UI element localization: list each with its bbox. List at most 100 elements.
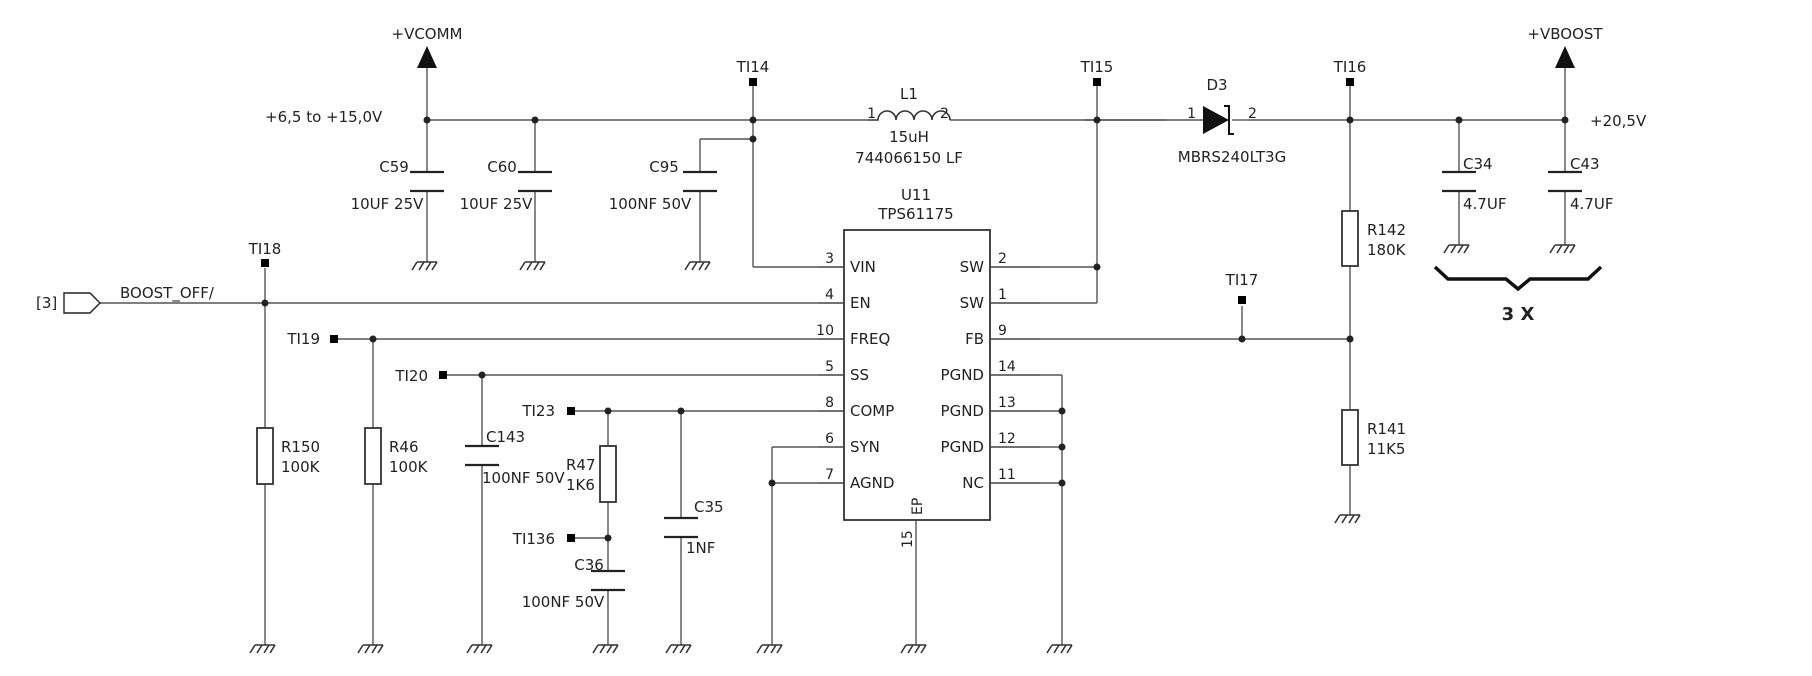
agnd-ground-icon [756,644,783,654]
vcomm-power-flag: +VCOMM [392,25,463,68]
ti15-label: TI15 [1080,58,1114,76]
r46-ref: R46 [389,438,419,456]
resistor-r150: R150 100K [256,427,321,485]
output-voltage-label: +20,5V [1590,112,1647,130]
u11-pin-pgnd14-num: 14 [998,359,1016,375]
u11-pin-sw1-num: 1 [998,287,1007,303]
r142-ref: R142 [1367,221,1406,239]
d3-pin2: 2 [1248,106,1257,122]
c143-ref: C143 [486,428,525,446]
ti20-label: TI20 [394,367,428,385]
l1-value: 15uH [889,128,929,146]
u11-pin-sw1-name: SW [960,294,985,312]
r46-value: 100K [389,458,429,476]
c59-ground-icon [411,261,438,271]
ti15-marker [1093,78,1101,86]
c95-ground-icon [684,261,711,271]
c35-value: 1NF [686,539,715,557]
c34-value: 4.7UF [1463,195,1506,213]
u11-ep-pin: 15 [900,530,916,548]
u11-pin-pgnd12-num: 12 [998,431,1016,447]
u11-pin-comp-num: 8 [825,395,834,411]
ti17-marker [1238,296,1246,304]
capacitor-c60: C60 10UF 25V [460,158,552,213]
d3-pin1: 1 [1187,106,1196,122]
vcomm-label: +VCOMM [392,25,463,43]
connector-ref: [3] [36,294,57,312]
r142-value: 180K [1367,241,1407,259]
input-range-label: +6,5 to +15,0V [265,108,383,126]
u11-part: TPS61175 [877,205,953,223]
c60-value: 10UF 25V [460,195,534,213]
r46-ground-icon [357,644,384,654]
u11-pin-syn-num: 6 [825,431,834,447]
u11-pin-pgnd12-name: PGND [941,438,984,456]
u11-pin-ss-num: 5 [825,359,834,375]
vboost-power-flag: +VBOOST [1527,25,1603,68]
u11-pin-freq-num: 10 [816,323,834,339]
ti18-label: TI18 [248,240,282,258]
r141-value: 11K5 [1367,440,1405,458]
multiplier-label: 3 X [1502,304,1535,325]
u11-pin-agnd-name: AGND [850,474,894,492]
capacitor-c36: C36 100NF 50V [522,556,625,611]
c143-ground-icon [466,644,493,654]
c95-ref: C95 [649,158,679,176]
c36-value: 100NF 50V [522,593,605,611]
ti19-label: TI19 [286,330,320,348]
capacitor-c59: C59 10UF 25V [351,158,444,213]
u11-pin-vin-name: VIN [850,258,876,276]
u11-pin-en-name: EN [850,294,871,312]
ti14-label: TI14 [736,58,770,76]
resistor-r46: R46 100K [364,427,429,485]
ic-u11: U11 TPS61175 3 4 10 5 8 6 7 VIN EN FREQ … [816,186,1040,548]
c43-ref: C43 [1570,155,1600,173]
l1-part: 744066150 LF [855,149,963,167]
inductor-l1: L1 1 2 15uH 744066150 LF [855,85,963,167]
u11-pin-nc-name: NC [962,474,984,492]
ti17-label: TI17 [1225,271,1259,289]
capacitor-c34: C34 4.7UF [1442,155,1506,213]
ti20-marker [439,371,447,379]
u11-ep-label: EP [910,498,926,515]
c143-value: 100NF 50V [482,469,565,487]
u11-pin-en-num: 4 [825,287,834,303]
resistor-r47: R47 1K6 [566,445,617,503]
junctions [261,116,1569,542]
r150-ref: R150 [281,438,320,456]
ep-ground-icon [900,644,927,654]
diode-d3: D3 1 2 MBRS240LT3G [1165,76,1286,166]
u11-pin-freq-name: FREQ [850,330,890,348]
r150-ground-icon [249,644,276,654]
l1-pin2: 2 [940,106,949,122]
ti16-marker [1346,78,1354,86]
ti136-label: TI136 [512,530,555,548]
pgnd-ground-icon [1046,644,1073,654]
c43-value: 4.7UF [1570,195,1613,213]
c35-ref: C35 [694,498,724,516]
c59-value: 10UF 25V [351,195,425,213]
r150-value: 100K [281,458,321,476]
c59-ref: C59 [379,158,409,176]
u11-pin-ss-name: SS [850,366,869,384]
multiplier-brace: 3 X [1433,265,1603,325]
c36-ground-icon [592,644,619,654]
boost-off-connector: [3] BOOST_OFF/ [36,284,215,314]
l1-pin1: 1 [867,106,876,122]
c60-ref: C60 [487,158,517,176]
capacitor-c43: C43 4.7UF [1548,155,1613,213]
ti19-marker [330,335,338,343]
u11-pin-pgnd13-num: 13 [998,395,1016,411]
wires [98,68,1566,645]
c95-value: 100NF 50V [609,195,692,213]
u11-pin-sw2-name: SW [960,258,985,276]
u11-pin-pgnd14-name: PGND [941,366,984,384]
capacitor-c143: C143 100NF 50V [465,428,565,487]
u11-pin-pgnd13-name: PGND [941,402,984,420]
c43-ground-icon [1549,244,1576,254]
l1-ref: L1 [900,85,918,103]
u11-pin-syn-name: SYN [850,438,880,456]
c60-ground-icon [519,261,546,271]
c36-ref: C36 [574,556,604,574]
r141-ref: R141 [1367,420,1406,438]
